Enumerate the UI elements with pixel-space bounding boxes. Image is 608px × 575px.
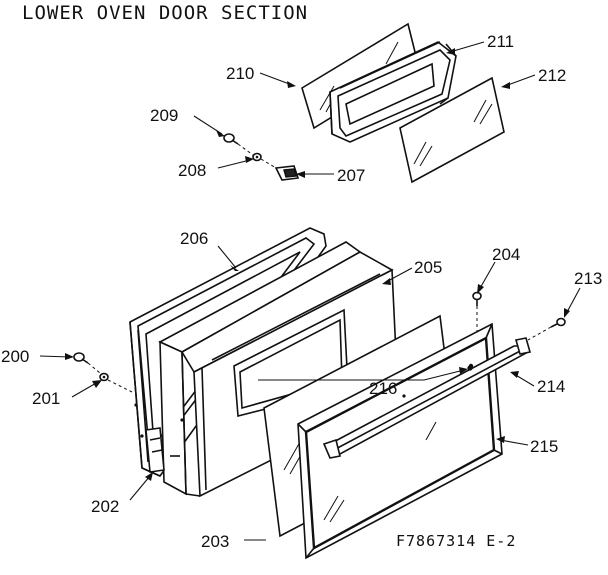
callout-215: 215	[530, 437, 558, 456]
part-204-screw	[472, 291, 482, 306]
callout-205: 205	[414, 258, 442, 277]
part-208-washer	[252, 152, 262, 162]
callout-210: 210	[226, 64, 254, 83]
part-202-hinge	[145, 427, 165, 473]
callout-208: 208	[178, 161, 206, 180]
part-200-screw	[73, 352, 89, 364]
part-216-pin	[467, 365, 473, 371]
leader-lines	[39, 41, 581, 541]
part-209-screw	[223, 133, 239, 145]
callout-212: 212	[538, 66, 566, 85]
part-214-handle	[322, 337, 532, 459]
callout-201: 201	[32, 389, 60, 408]
callout-202: 202	[91, 497, 119, 516]
part-205-inner-door	[158, 241, 399, 498]
part-211-glass-frame	[329, 41, 457, 143]
callout-211: 211	[487, 32, 514, 51]
callout-213: 213	[574, 269, 602, 288]
callout-214: 214	[537, 377, 565, 396]
part-207-bracket	[274, 165, 300, 181]
callout-209: 209	[150, 106, 178, 125]
part-212-glass-panel	[399, 76, 505, 184]
callout-206: 206	[180, 229, 208, 248]
callout-203: 203	[201, 532, 229, 551]
drawing-code: F7867314 E-2	[396, 532, 516, 550]
part-213-screw	[550, 317, 566, 328]
callout-200: 200	[1, 347, 29, 366]
callout-216: 216	[369, 379, 397, 398]
diagram-title: LOWER OVEN DOOR SECTION	[22, 2, 308, 24]
part-201-washer	[99, 372, 109, 382]
callout-207: 207	[337, 166, 365, 185]
callout-204: 204	[492, 245, 520, 264]
